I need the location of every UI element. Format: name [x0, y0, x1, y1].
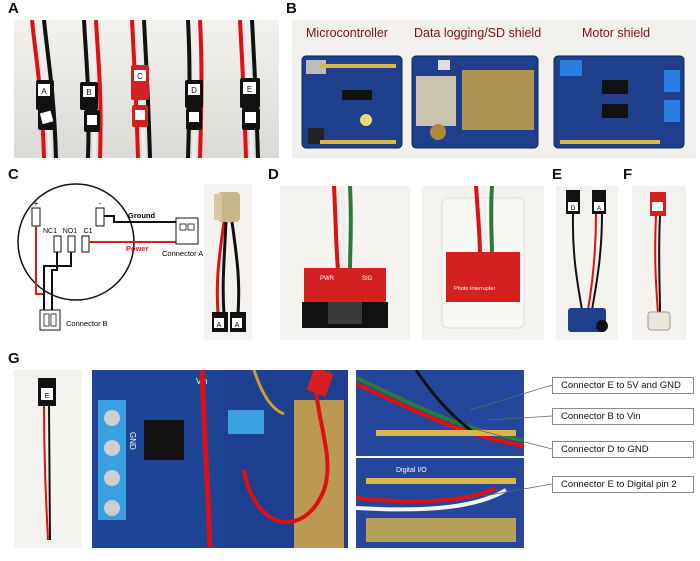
panel-g-photo-motor-closeup: GND Vin — [92, 370, 224, 548]
microcontroller-board — [301, 55, 403, 149]
connector-b-wire — [51, 252, 58, 312]
title-data-logging: Data logging/SD shield — [414, 26, 542, 40]
panel-g-photo-shields — [224, 370, 348, 548]
tag-c-text: C — [137, 72, 143, 81]
panel-a-label: A — [8, 0, 19, 17]
pin-plus-label: + — [34, 199, 39, 208]
board-text-gnd: GND — [128, 432, 137, 450]
ground-wire — [104, 215, 176, 223]
panel-b-label: B — [286, 0, 297, 17]
panel-e-label: E — [552, 166, 563, 183]
motor-shield-board — [553, 55, 685, 149]
panel-d-label: D — [268, 166, 279, 183]
photo-interrupter-pcb — [304, 268, 386, 302]
connector-b-wire-2 — [43, 252, 72, 312]
tag-b-text: B — [86, 88, 91, 97]
panel-g-photo-cable: E — [14, 370, 82, 548]
panel-f-label: F — [623, 166, 633, 183]
connector-a-shape — [175, 217, 199, 245]
tag-d-text: D — [191, 86, 197, 95]
panel-g-photo-wiring-top — [356, 370, 524, 456]
panel-b-photo: Microcontroller Data logging/SD shield M… — [292, 20, 696, 158]
panel-e-tag-a: A — [597, 205, 602, 212]
pin-nc1 — [53, 235, 62, 253]
title-microcontroller: Microcontroller — [306, 26, 388, 40]
wire-bundle-b: B — [80, 20, 103, 158]
panel-g-label: G — [8, 350, 20, 367]
panel-d-photo-2: Photo Interrupter — [422, 186, 544, 340]
connector-b-shape — [39, 309, 61, 331]
panel-c-label: C — [8, 166, 19, 183]
callout-connector-e-5v-gnd: Connector E to 5V and GND — [552, 377, 694, 394]
pin-plus — [31, 207, 41, 227]
pin-c1-label: C1 — [84, 228, 93, 235]
panel-g-plug-tag: E — [45, 393, 50, 400]
pcb-label-photo-interrupter: Photo Interrupter — [454, 286, 495, 292]
pin-no1-label: NO1 — [63, 228, 78, 235]
power-label: Power — [126, 244, 149, 253]
panel-a-wires: A B C — [30, 20, 260, 158]
plug-tag-2: A — [235, 322, 240, 329]
tag-e-text: E — [247, 85, 252, 94]
pin-no1 — [67, 235, 76, 253]
callout-connector-d-gnd: Connector D to GND — [552, 441, 694, 458]
ground-label: Ground — [128, 211, 155, 220]
wire-bundle-a: A — [30, 20, 58, 158]
relay-schematic: + - NC1 NO1 C1 Ground Power Connector A … — [17, 183, 203, 331]
panel-e-photo: D A — [556, 186, 618, 340]
callout-connector-b-vin: Connector B to Vin — [552, 408, 694, 425]
panel-a-photo: A B C — [14, 20, 279, 158]
pcb-label-pwr: PWR — [320, 276, 335, 282]
tag-a-text: A — [41, 87, 47, 96]
pin-c1 — [81, 235, 90, 253]
power-wire-vertical — [35, 226, 44, 295]
title-motor-shield: Motor shield — [582, 26, 651, 40]
pin-minus — [95, 207, 105, 227]
pin-nc1-label: NC1 — [43, 228, 57, 235]
wire-bundle-d: D — [185, 20, 204, 158]
panel-c-relay-photo: A A — [204, 184, 252, 340]
panel-b-boards — [301, 55, 685, 149]
callout-connector-e-digital-2: Connector E to Digital pin 2 — [552, 476, 694, 493]
pcb-label-sig: SIG — [362, 276, 373, 282]
connector-a-label: Connector A — [162, 249, 203, 258]
plug-tag-1: A — [217, 322, 222, 329]
wire-bundle-c: C — [130, 20, 152, 158]
pin-minus-label: - — [99, 199, 102, 208]
panel-e-tag-d: D — [571, 205, 576, 212]
panel-f-photo — [632, 186, 686, 340]
motor-driver-chip — [144, 420, 184, 460]
data-logging-board — [411, 55, 539, 149]
board-text-digital-io: Digital I/O — [396, 467, 427, 474]
panel-g-photo-wiring-bottom: Digital I/O — [356, 458, 524, 548]
panel-d-photo-1: PWR SIG — [280, 186, 410, 340]
wire-bundle-e: E — [238, 20, 260, 158]
connector-b-label: Connector B — [66, 319, 108, 328]
